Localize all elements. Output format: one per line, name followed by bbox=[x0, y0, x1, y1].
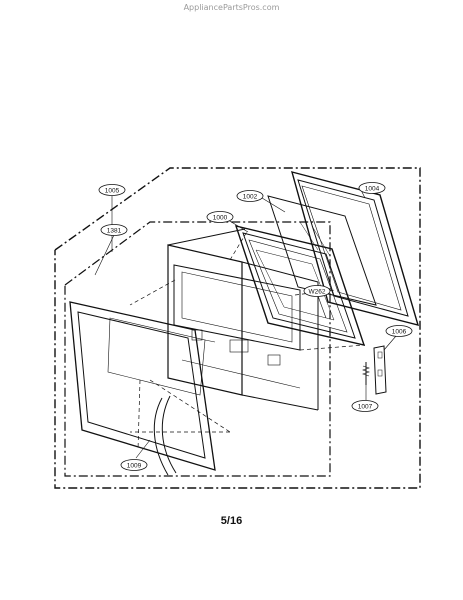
callout-label-1002: 1002 bbox=[243, 194, 258, 201]
outer-assembly-boundary bbox=[54, 167, 421, 489]
side-bracket-1006 bbox=[373, 345, 387, 395]
callout-oval-1007 bbox=[351, 400, 379, 412]
projection-lines bbox=[129, 229, 366, 451]
callout-label-1005: 1005 bbox=[105, 188, 120, 195]
callout-label-1000: 1000 bbox=[213, 215, 228, 222]
front-door-frame bbox=[69, 301, 216, 471]
callout-label-1009: 1009 bbox=[127, 463, 142, 470]
door-frame-1004 bbox=[291, 171, 420, 326]
callout-label-1004: 1004 bbox=[365, 186, 380, 193]
watermark-text: AppliancePartsPros.com bbox=[183, 3, 280, 12]
callout-oval-1006 bbox=[385, 325, 413, 337]
page-number: 5/16 bbox=[220, 515, 243, 527]
callout-label-1007: 1007 bbox=[358, 404, 373, 411]
inner-door-frame bbox=[167, 228, 319, 411]
leader-lines bbox=[94, 187, 397, 459]
callout-oval-1000 bbox=[206, 211, 234, 223]
callout-label-1381: 1381 bbox=[107, 228, 122, 235]
inner-assembly-boundary bbox=[64, 221, 331, 477]
callout-label-w262: W262 bbox=[309, 289, 326, 296]
callout-oval-1004 bbox=[358, 182, 386, 194]
callout-label-1006: 1006 bbox=[392, 329, 407, 336]
callout-oval-1002 bbox=[236, 190, 264, 202]
spring-1007 bbox=[362, 362, 370, 385]
callout-oval-1381 bbox=[100, 224, 128, 236]
door-handle-1009 bbox=[153, 395, 177, 476]
callout-oval-1005 bbox=[98, 184, 126, 196]
callout-oval-1009 bbox=[120, 459, 148, 471]
callout-oval-w262 bbox=[303, 285, 331, 297]
